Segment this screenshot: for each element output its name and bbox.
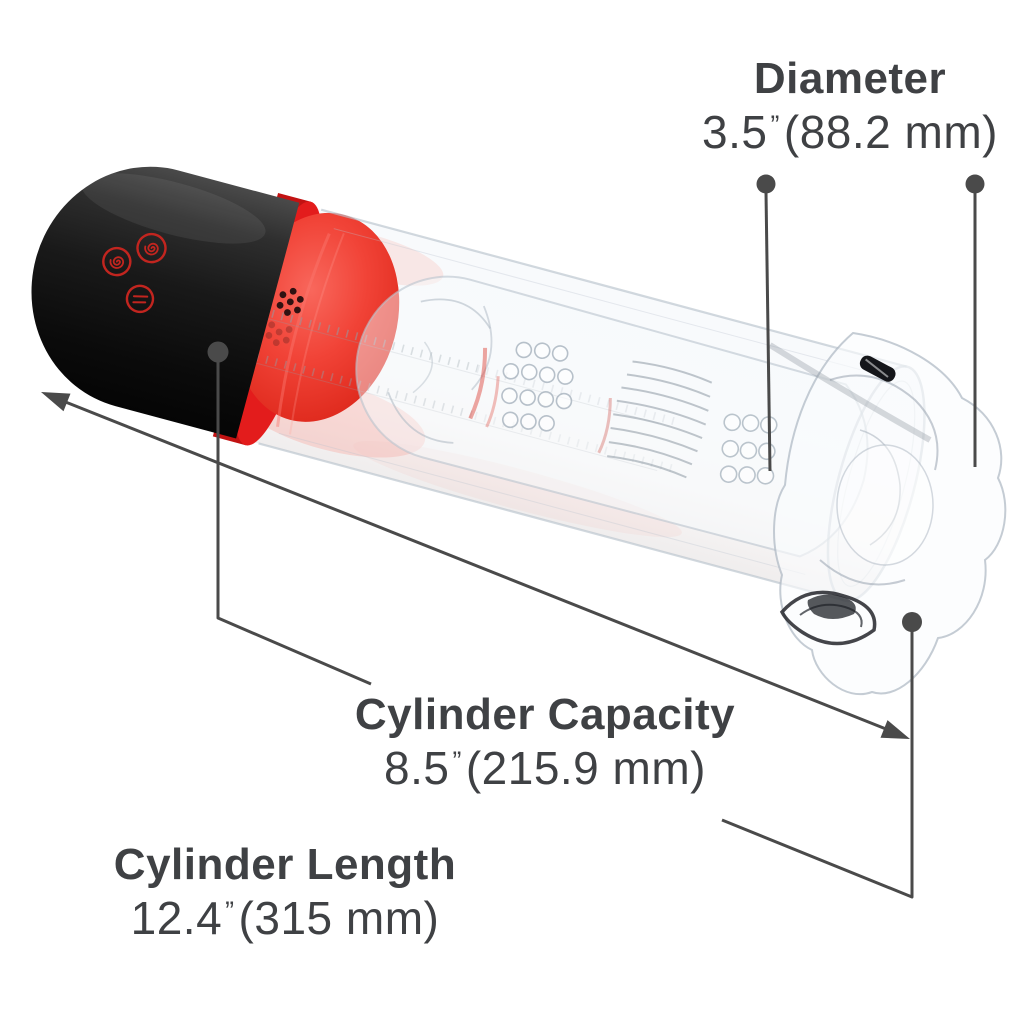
red-streak xyxy=(468,347,488,420)
length-metric: (315 mm) xyxy=(238,891,440,944)
capacity-leader-right xyxy=(721,624,914,899)
leader-dot-diameter-left xyxy=(756,174,776,194)
dimension-markers xyxy=(41,174,985,739)
red-reflection xyxy=(353,441,682,538)
diameter-value: 3.5”(88.2 mm) xyxy=(640,105,1024,160)
red-streak xyxy=(485,376,500,428)
capacity-leader-left xyxy=(216,352,372,686)
length-label: Cylinder Length xyxy=(113,840,457,889)
length-dimension-line xyxy=(57,397,887,731)
control-buttons xyxy=(102,232,167,314)
capacity-inches: 8.5 xyxy=(383,741,450,794)
capacity-annotation: Cylinder Capacity 8.5”(215.9 mm) xyxy=(335,690,755,796)
dimension-lines xyxy=(57,191,977,899)
motor-cap xyxy=(31,166,300,439)
bubble-texture xyxy=(501,341,574,432)
button-lines-icon xyxy=(125,284,155,314)
button-spiral-icon xyxy=(136,232,167,264)
cap-highlight xyxy=(81,173,266,244)
capacity-metric: (215.9 mm) xyxy=(465,741,706,794)
arrowhead-up-left xyxy=(41,392,71,412)
pump-device xyxy=(31,166,926,603)
disc-highlight xyxy=(289,233,345,435)
suction-holes-dots xyxy=(265,287,304,347)
capacity-label: Cylinder Capacity xyxy=(354,690,736,739)
ribbed-section xyxy=(607,360,713,479)
arrowhead-down-right xyxy=(880,720,910,739)
red-streak xyxy=(597,397,612,454)
button-spiral-icon xyxy=(102,246,132,277)
diameter-inches: 3.5 xyxy=(702,105,768,158)
inch-mark: ” xyxy=(452,746,462,777)
marbled-texture xyxy=(779,590,877,646)
sleeve-tip-opening xyxy=(768,331,1007,695)
leader-dot-diameter-right xyxy=(965,174,985,194)
diameter-annotation: Diameter 3.5”(88.2 mm) xyxy=(640,54,1024,160)
leader-dot-red-disc xyxy=(207,341,229,363)
outer-cylinder xyxy=(252,208,925,601)
length-value: 12.4”(315 mm) xyxy=(75,891,495,946)
capacity-value: 8.5”(215.9 mm) xyxy=(335,741,755,796)
length-annotation: Cylinder Length 12.4”(315 mm) xyxy=(75,840,495,946)
inch-mark: ” xyxy=(225,896,235,927)
disc-highlight xyxy=(276,233,331,427)
diameter-leader-left xyxy=(764,191,772,472)
length-inches: 12.4 xyxy=(130,891,223,944)
diameter-metric: (88.2 mm) xyxy=(783,105,998,158)
inch-mark: ” xyxy=(770,110,780,141)
leader-dot-sleeve-tip xyxy=(902,612,922,632)
diameter-label: Diameter xyxy=(753,54,947,103)
scale-ticks xyxy=(255,307,677,473)
rim-slot xyxy=(859,355,896,382)
